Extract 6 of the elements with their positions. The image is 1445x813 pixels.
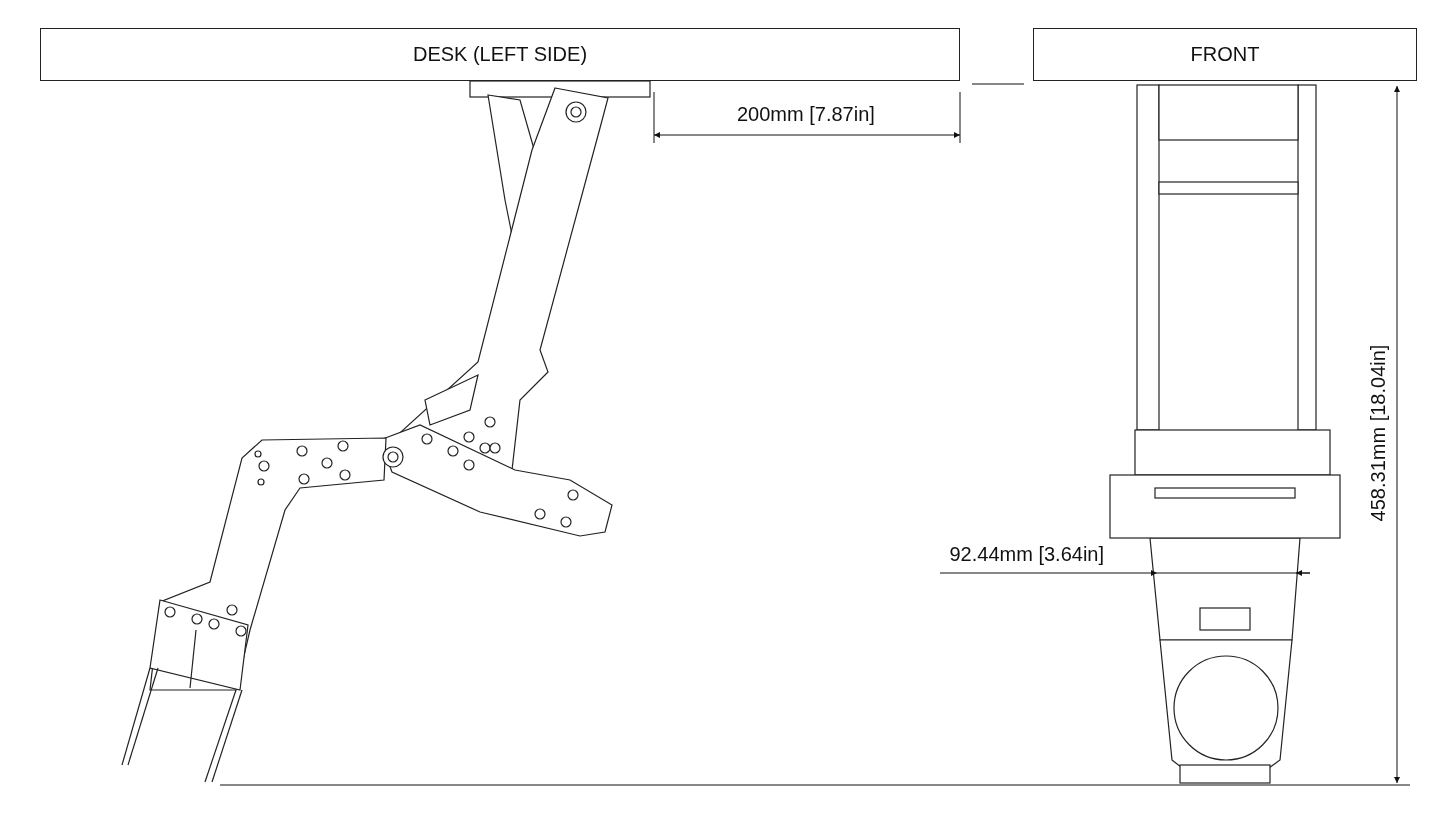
view-title-bar (40, 28, 960, 81)
view-title: FRONT (1190, 43, 1260, 66)
view-title: DESK (LEFT SIDE) (412, 43, 588, 66)
dimension-label: 200mm [7.87in] (737, 103, 875, 125)
view-title-bar (1033, 28, 1417, 81)
dimension-label: 92.44mm [3.64in] (949, 543, 1105, 565)
